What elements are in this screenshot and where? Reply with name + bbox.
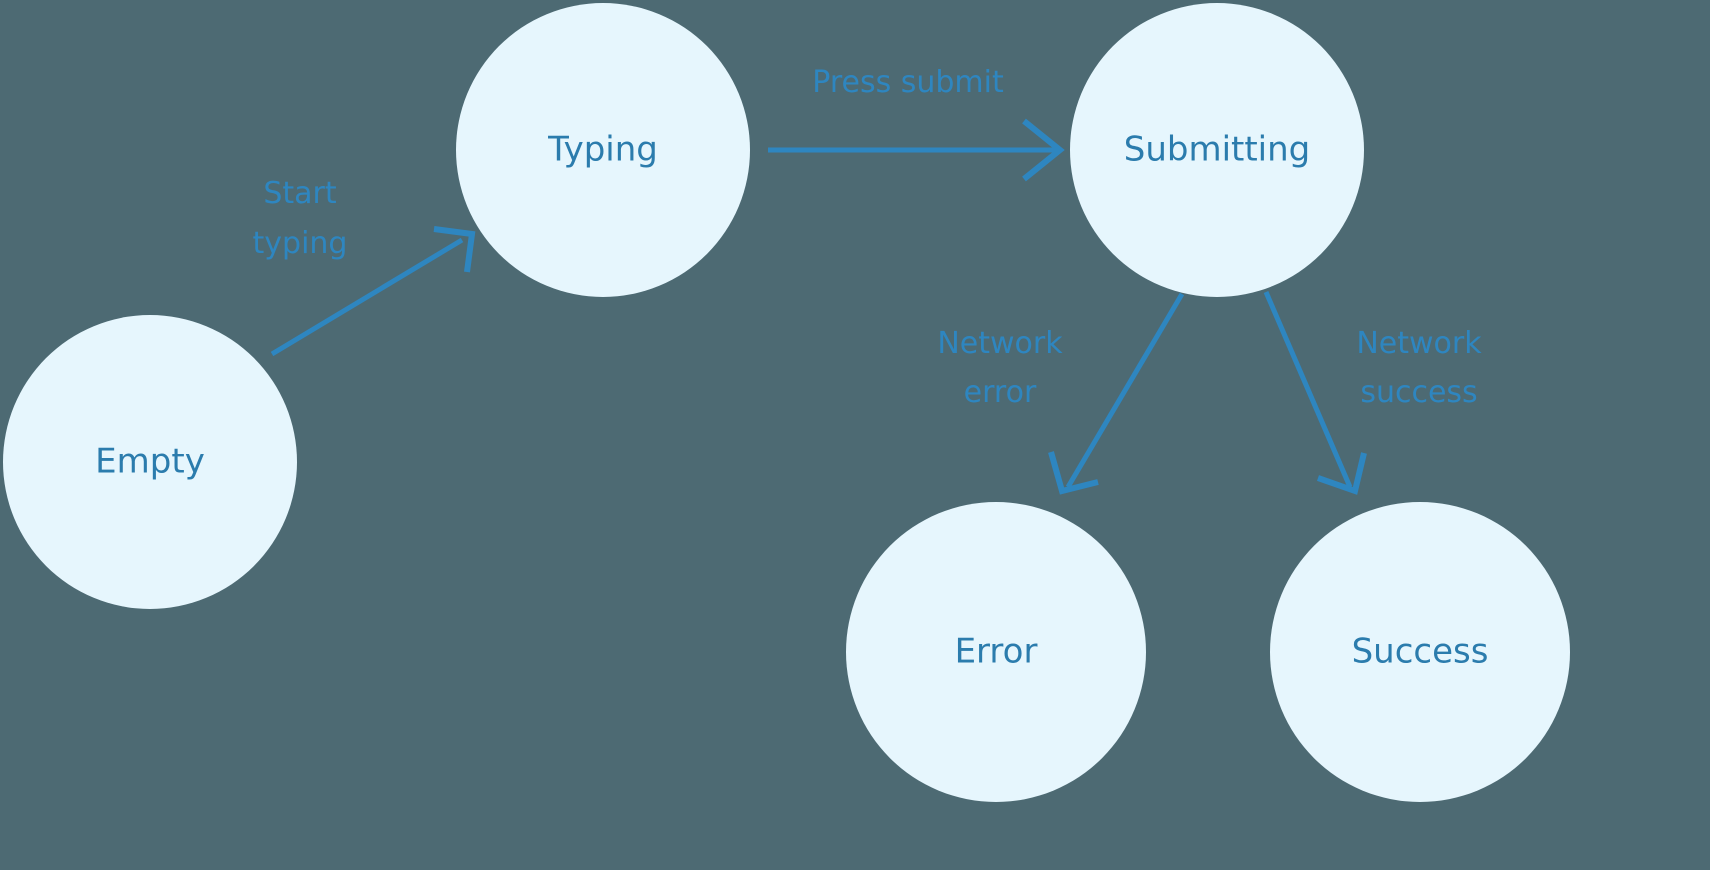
state-node-error[interactable]: Error [846,502,1146,802]
edge-submitting-to-success-arrowhead [1317,452,1367,495]
edge-label-submitting-to-error-line2: error [964,375,1037,410]
state-node-submitting-circle[interactable] [1070,3,1364,297]
state-node-empty-label: Empty [95,442,205,482]
edge-typing-to-submitting [768,118,1065,182]
edge-label-submitting-to-error-line1: Network [937,326,1063,361]
state-node-submitting[interactable]: Submitting [1070,3,1364,297]
edge-empty-to-typing-line [270,237,464,357]
edge-submitting-to-success-line [1263,291,1353,488]
state-node-success[interactable]: Success [1270,502,1570,802]
edge-label-submitting-to-success-line1: Network [1356,326,1482,361]
state-node-error-circle[interactable] [846,502,1146,802]
edge-submitting-to-error-line [1065,292,1185,489]
edge-empty-to-typing [270,226,476,357]
state-node-typing-circle[interactable] [456,3,750,297]
edge-empty-to-typing-arrowhead [433,226,476,273]
edge-typing-to-submitting-arrowhead [1022,118,1065,182]
edge-submitting-to-error-arrowhead [1048,451,1099,495]
state-node-typing[interactable]: Typing [456,3,750,297]
edge-label-empty-to-typing-line2: typing [253,226,348,261]
state-node-submitting-label: Submitting [1124,130,1311,170]
edge-label-empty-to-typing-line1: Start [263,176,337,211]
state-node-error-label: Error [955,632,1038,672]
state-node-empty[interactable]: Empty [3,315,297,609]
edge-submitting-to-success [1263,291,1367,495]
state-node-typing-label: Typing [547,130,658,170]
edge-label-typing-to-submitting-line1: Press submit [812,65,1004,100]
state-node-success-circle[interactable] [1270,502,1570,802]
state-node-success-label: Success [1352,632,1489,672]
edge-submitting-to-error [1048,292,1185,495]
state-node-empty-circle[interactable] [3,315,297,609]
edge-label-submitting-to-success-line2: success [1360,375,1477,410]
